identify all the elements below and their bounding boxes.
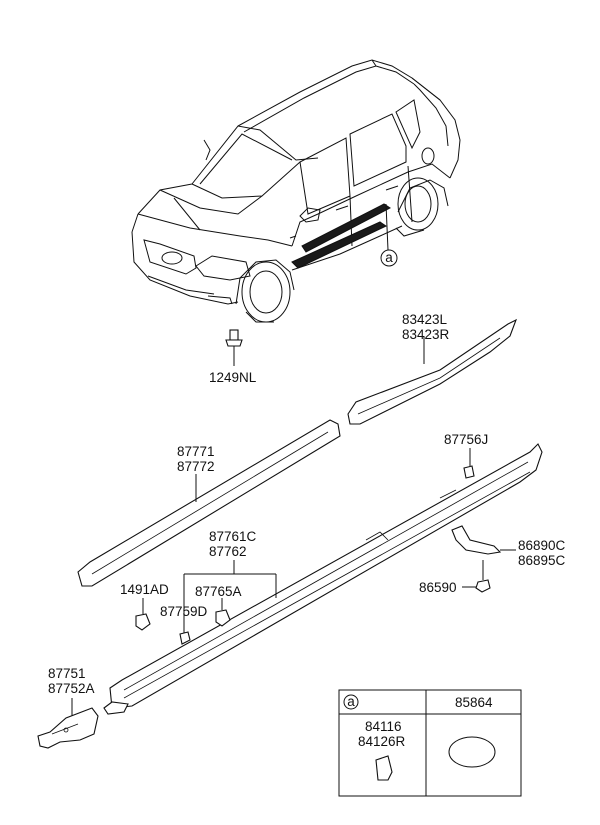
label-87759D: 87759D <box>160 604 208 619</box>
part-side-sill <box>103 443 543 715</box>
label-86590: 86590 <box>419 580 457 595</box>
legend-85864: 85864 <box>455 695 493 710</box>
part-83423: 83423L 83423R <box>347 312 518 425</box>
legend-pad-drawing <box>448 736 496 768</box>
vehicle-illustration <box>131 59 461 323</box>
label-87762: 87762 <box>209 544 247 559</box>
part-1249NL: 1249NL <box>209 329 257 385</box>
part-87751: 87751 87752A <box>37 666 99 749</box>
label-87761C: 87761C <box>209 529 257 544</box>
legend-84126R: 84126R <box>358 734 406 749</box>
label-86895C: 86895C <box>518 553 566 568</box>
part-86890C: 86890C 86895C <box>451 525 566 568</box>
part-87759D: 87759D <box>160 604 208 645</box>
legend-84116: 84116 <box>365 719 402 734</box>
legend-clip-drawing <box>375 755 393 781</box>
part-87761C: 87761C 87762 <box>183 529 277 634</box>
label-83423L: 83423L <box>402 312 448 327</box>
part-1491AD: 1491AD <box>120 582 169 631</box>
legend-a-letter: a <box>347 694 355 709</box>
label-86890C: 86890C <box>518 538 566 553</box>
legend-table: a 85864 84116 84126R <box>338 689 522 797</box>
label-87765A: 87765A <box>195 584 242 599</box>
part-87756J: 87756J <box>444 432 488 479</box>
label-87771: 87771 <box>177 444 215 459</box>
label-83423R: 83423R <box>402 327 450 342</box>
label-1249NL: 1249NL <box>209 370 257 385</box>
label-87752A: 87752A <box>48 681 95 696</box>
part-86590: 86590 <box>419 560 491 595</box>
label-87751: 87751 <box>48 666 86 681</box>
label-1491AD: 1491AD <box>120 582 169 597</box>
callout-a: a <box>380 203 398 267</box>
part-87765A: 87765A <box>195 584 242 627</box>
label-87772: 87772 <box>177 459 215 474</box>
part-87771: 87771 87772 <box>77 419 341 587</box>
label-87756J: 87756J <box>444 432 488 447</box>
callout-a-letter: a <box>385 250 393 265</box>
